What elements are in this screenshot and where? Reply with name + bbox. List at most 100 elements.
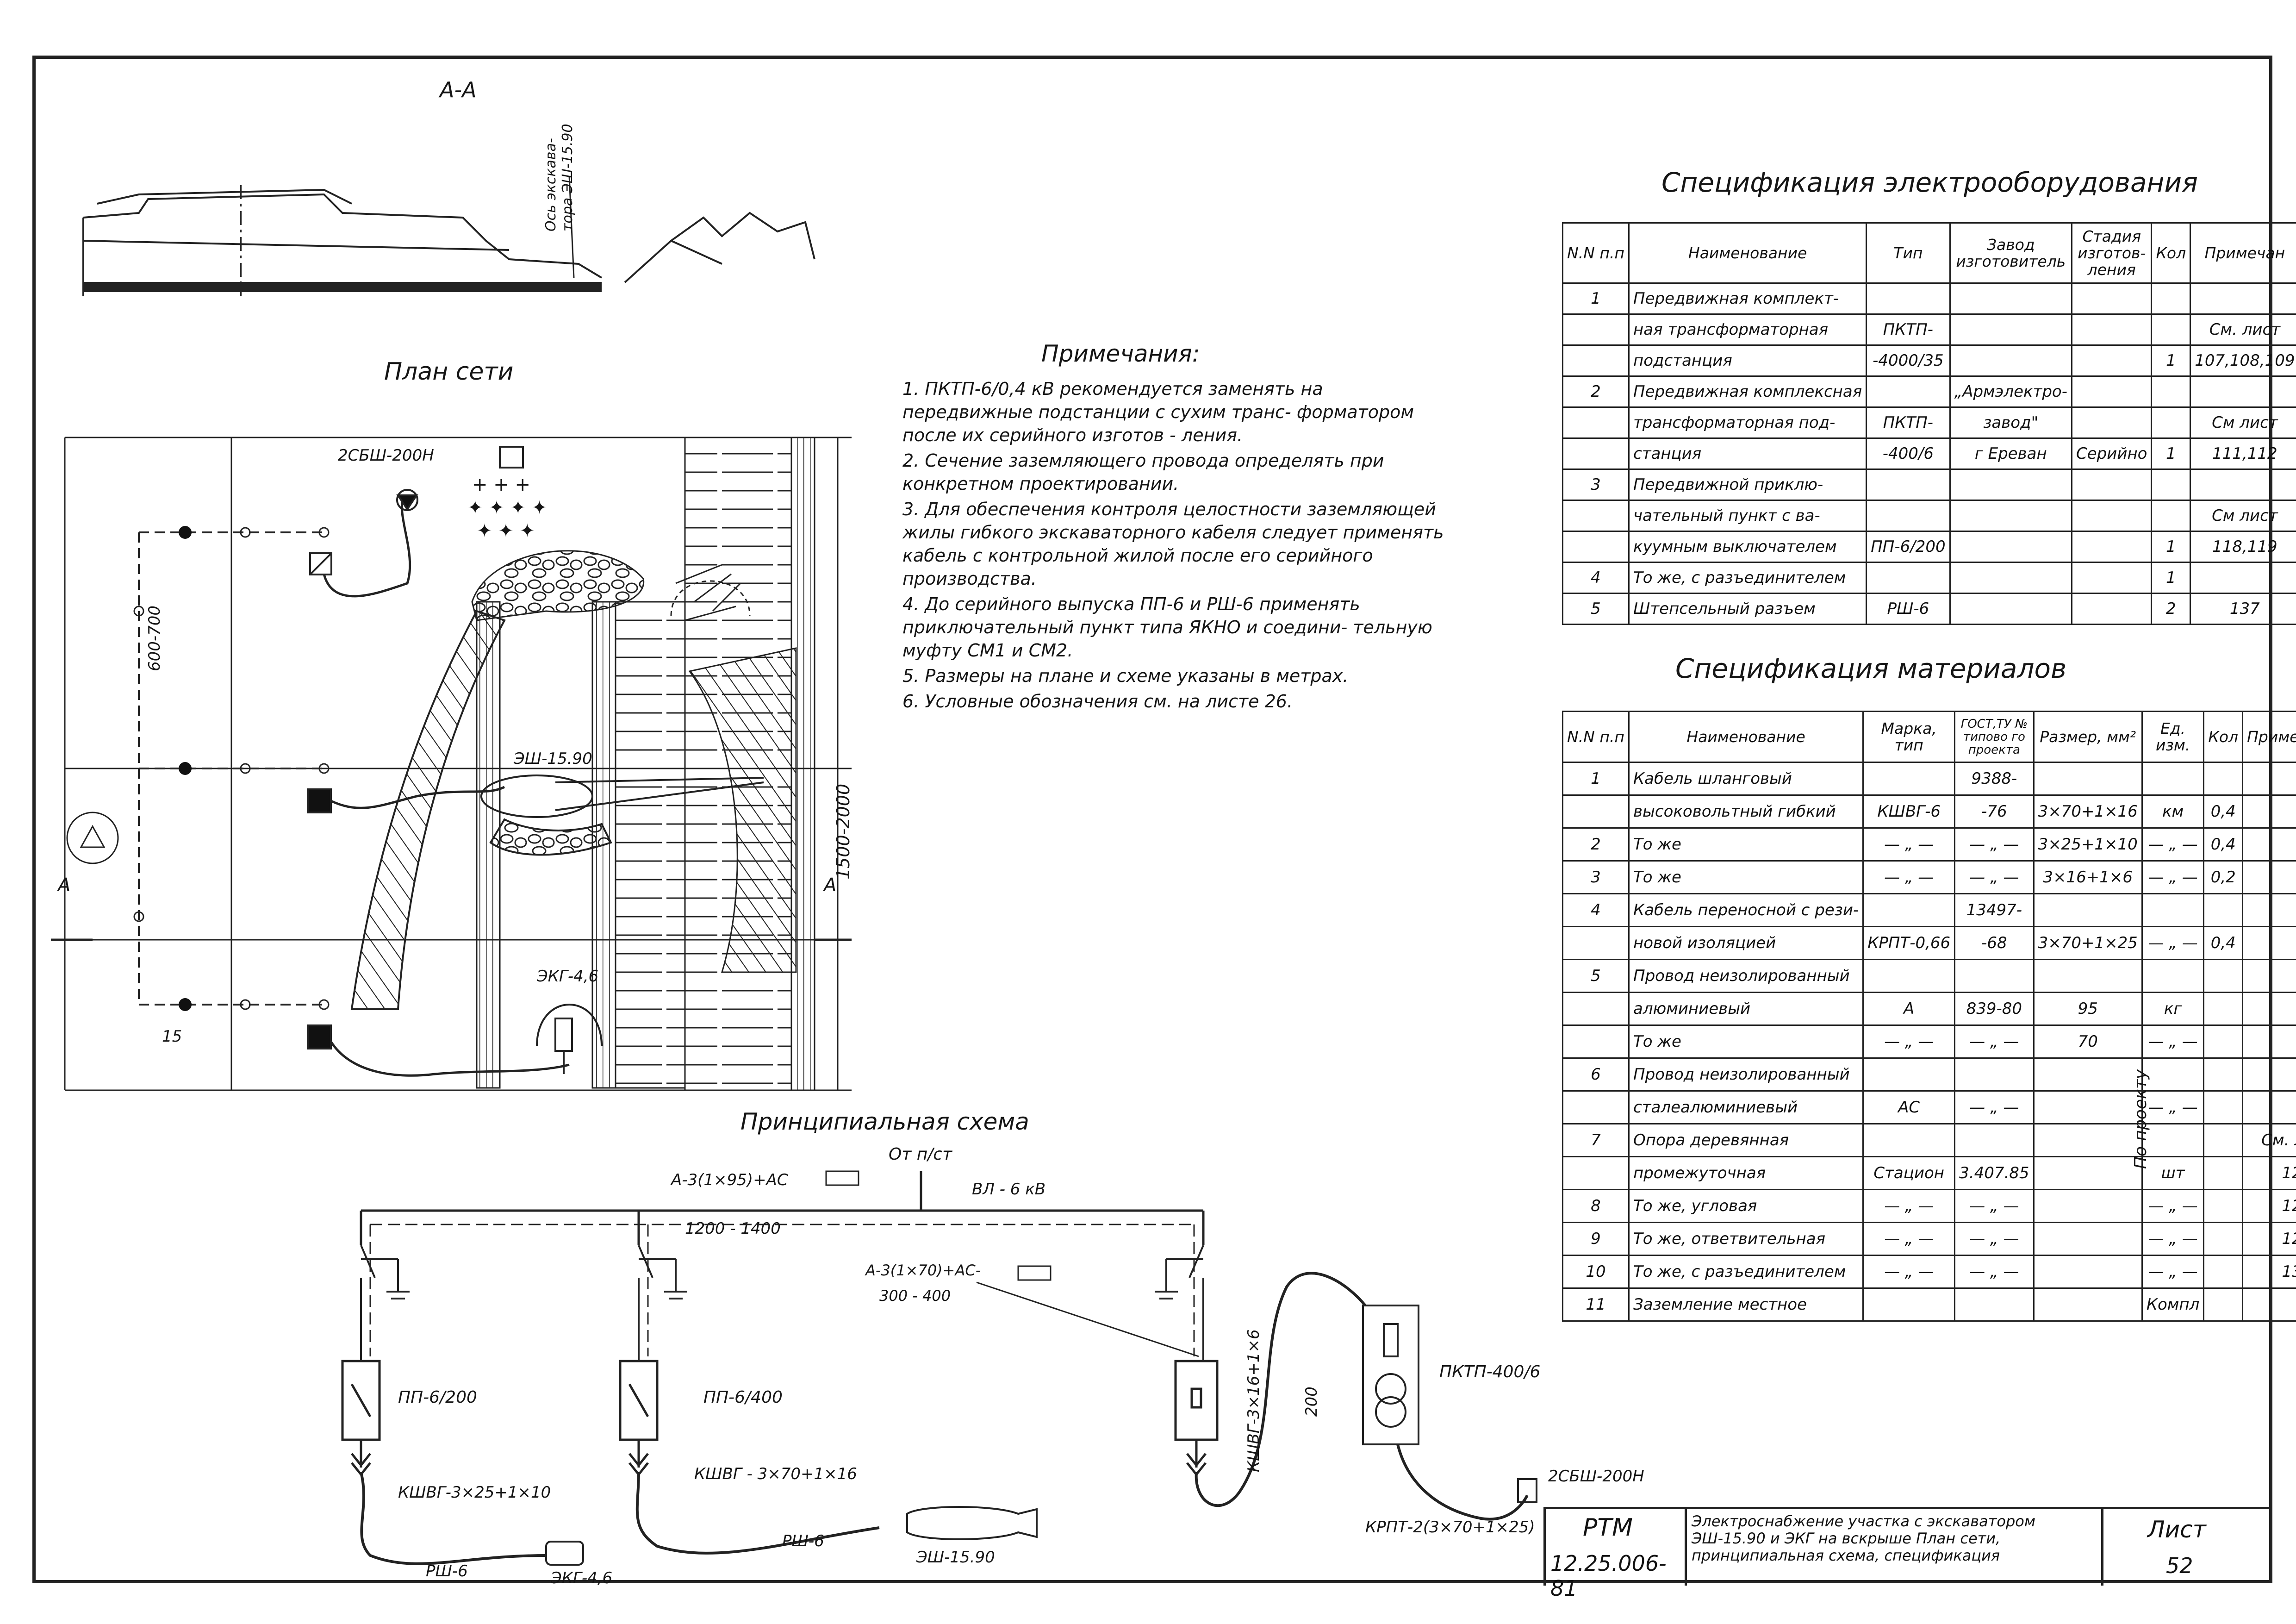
material-row-cell: 2 — [1562, 827, 1630, 862]
material-row-cell: 13497- — [1954, 893, 2035, 927]
material-row-cell: 9388- — [1954, 762, 2035, 796]
equipment-row-cell — [2071, 500, 2153, 532]
equipment-row-cell — [1949, 468, 2073, 501]
equipment-row-cell — [1866, 500, 1951, 532]
material-row-cell — [2203, 893, 2244, 927]
equipment-row: чательный пункт с ва-См лист — [1562, 500, 2296, 532]
po-proektu-label: По проекту — [2131, 1069, 2150, 1169]
svg-text:✦ ✦ ✦ ✦: ✦ ✦ ✦ ✦ — [467, 497, 547, 518]
schema-pktp: ПКТП-400/6 — [1439, 1362, 1540, 1381]
equipment-row-cell: Серийно — [2071, 437, 2153, 470]
material-row-cell: — „ — — [2141, 926, 2205, 960]
equipment-row-cell: -400/6 — [1866, 437, 1951, 470]
material-row-cell — [1954, 1123, 2035, 1157]
material-row-cell: То же — [1628, 827, 1864, 862]
material-row-cell: — „ — — [2141, 1255, 2205, 1289]
schema-busbar — [360, 1171, 1205, 1245]
equipment-row-cell: 118,119 — [2190, 531, 2296, 563]
plan-network — [138, 531, 324, 1006]
material-row-cell: Компл — [2141, 1287, 2205, 1322]
equipment-row-cell — [1562, 531, 1630, 563]
cut-a-left: А — [56, 874, 70, 896]
material-row-cell — [2203, 762, 2244, 796]
material-row-cell: 4 — [1562, 893, 1630, 927]
material-row-cell: 3 — [1562, 860, 1630, 894]
equipment-row-cell — [2151, 468, 2191, 501]
mat-header: Кол — [2203, 711, 2244, 763]
material-row-cell — [2203, 1090, 2244, 1124]
material-row-cell: — „ — — [1862, 860, 1956, 894]
equipment-row-cell — [2071, 593, 2153, 625]
equipment-row-cell — [1866, 282, 1951, 315]
equipment-row-cell: Передвижной приклю- — [1628, 468, 1867, 501]
schema-pp200: ПП-6/200 — [398, 1388, 477, 1407]
equipment-row-cell — [2190, 282, 2296, 315]
schema-span2: 300 - 400 — [879, 1287, 951, 1305]
material-row-cell: То же, с разъединителем — [1628, 1255, 1864, 1289]
material-row-cell: — „ — — [2141, 1024, 2205, 1059]
eq-header: Наименование — [1628, 222, 1867, 284]
material-row-cell — [1954, 1057, 2035, 1092]
note-3: 3. Для обеспечения контроля целостности … — [902, 499, 1444, 589]
material-row-cell: 1 — [1562, 762, 1630, 796]
equipment-row-cell: куумным выключателем — [1628, 531, 1867, 563]
material-row-cell: — „ — — [1954, 860, 2035, 894]
esh-excavator-symbol — [480, 775, 764, 856]
schema-len200: 200 — [1302, 1387, 1321, 1417]
material-row-cell — [1954, 959, 2035, 993]
plan-dim-600-700: 600-700 — [145, 606, 164, 671]
material-row-cell: — „ — — [2141, 1222, 2205, 1256]
material-row-cell: 127 — [2242, 1156, 2296, 1190]
equipment-row-cell — [2151, 313, 2191, 346]
equipment-row-cell: 1 — [1562, 282, 1630, 315]
material-row-cell: 11 — [1562, 1287, 1630, 1322]
material-row-cell: 133 — [2242, 1255, 2296, 1289]
material-row-cell — [2033, 959, 2143, 993]
equipment-row: трансформаторная под-ПКТП-завод"См лист — [1562, 406, 2296, 439]
equipment-row-cell — [1562, 313, 1630, 346]
section-a-a — [82, 175, 815, 296]
equipment-row-cell — [2190, 468, 2296, 501]
material-row-cell: Провод неизолированный — [1628, 1057, 1864, 1092]
material-row-cell — [2203, 1222, 2244, 1256]
material-row-cell: 10 — [1562, 1255, 1630, 1289]
eq-header: Примечан — [2190, 222, 2296, 284]
material-row-cell — [2242, 1287, 2296, 1322]
plan-title: План сети — [384, 358, 513, 386]
equipment-row-cell: 4 — [1562, 562, 1630, 594]
material-row-cell — [1954, 1287, 2035, 1322]
material-row-cell — [2203, 1189, 2244, 1223]
material-row-cell — [2242, 1057, 2296, 1092]
notes-list: 1. ПКТП-6/0,4 кВ рекомендуется заменять … — [902, 377, 1458, 715]
material-row-cell — [2203, 1057, 2244, 1092]
equipment-row-cell: 1 — [2151, 437, 2191, 470]
eq-header: Кол — [2151, 222, 2191, 284]
mat-header: N.N п.п — [1562, 711, 1630, 763]
equipment-row-cell: Штепсельный разъем — [1628, 593, 1867, 625]
note-1: 1. ПКТП-6/0,4 кВ рекомендуется заменять … — [902, 379, 1414, 445]
material-row-cell — [2203, 959, 2244, 993]
equipment-row-cell: трансформаторная под- — [1628, 406, 1867, 439]
equipment-row-cell — [2071, 282, 2153, 315]
plan-dim-15: 15 — [162, 1027, 182, 1046]
equipment-row-cell — [1866, 468, 1951, 501]
schema-pp400: ПП-6/400 — [703, 1388, 783, 1407]
material-row-cell — [2242, 1024, 2296, 1059]
material-row-cell — [2242, 762, 2296, 796]
material-row-cell: новой изоляцией — [1628, 926, 1864, 960]
material-row-cell — [2033, 1057, 2143, 1092]
equipment-row-cell: РШ-6 — [1866, 593, 1951, 625]
material-row-cell — [2141, 1123, 2205, 1157]
material-row-cell — [2242, 860, 2296, 894]
material-row-cell — [2033, 1255, 2143, 1289]
